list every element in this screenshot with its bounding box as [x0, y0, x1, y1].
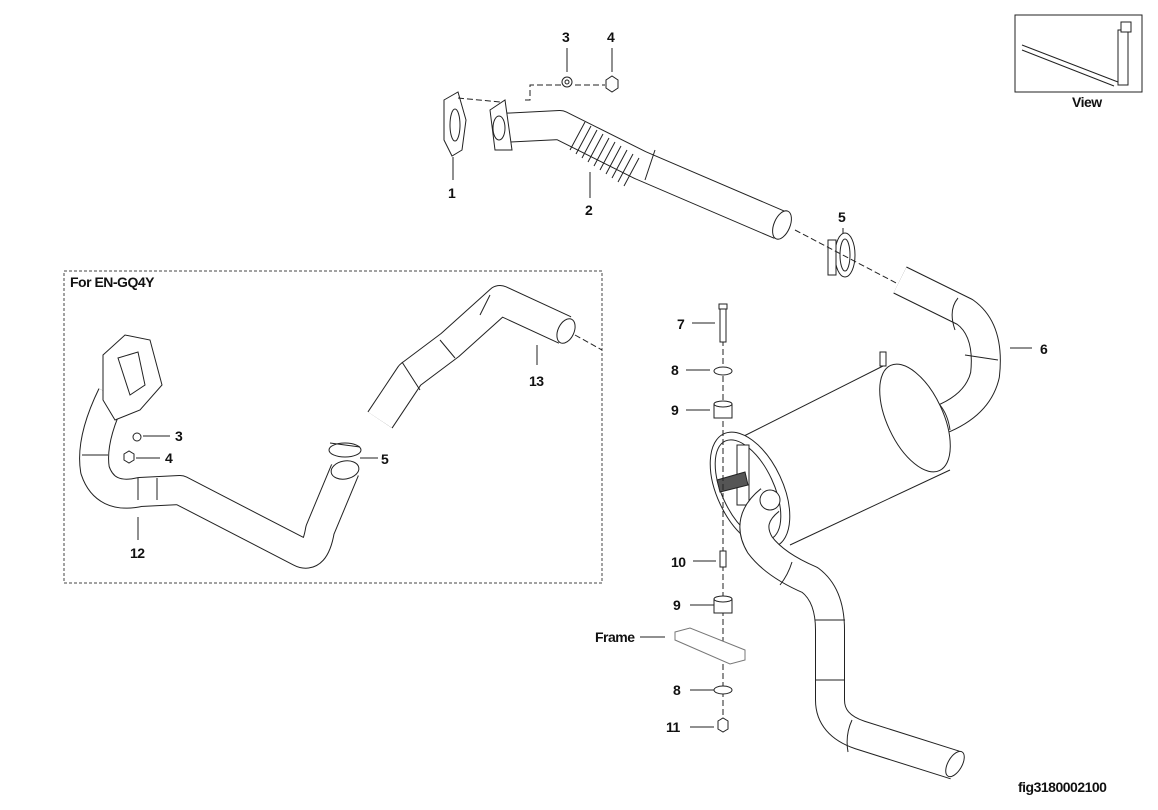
callout-5: 5	[838, 209, 846, 225]
pipe-part-12	[79, 334, 360, 569]
callout-9: 9	[671, 402, 679, 418]
inset-callout-12: 12	[130, 545, 145, 561]
clamp-part-5	[827, 232, 856, 278]
inset-nut-part-4	[123, 450, 135, 464]
callout-11: 11	[666, 719, 681, 735]
collar-part-10	[719, 550, 727, 568]
inset-callout-13: 13	[529, 373, 544, 389]
assembly-dashed-line	[457, 84, 605, 103]
inset-clamp-part-5	[328, 442, 362, 458]
figure-id: fig3180002100	[1018, 779, 1107, 795]
inset-callout-4: 4	[165, 450, 173, 466]
muffler	[709, 351, 951, 549]
inset-callout-5: 5	[381, 451, 389, 467]
gasket-part-1	[443, 91, 467, 157]
callout-7: 7	[677, 316, 685, 332]
callout-8-lower: 8	[673, 682, 681, 698]
view-label: View	[1072, 94, 1102, 110]
callout-frame: Frame	[595, 629, 635, 645]
callout-8: 8	[671, 362, 679, 378]
nut-part-11	[717, 717, 729, 733]
pipe-part-13	[367, 285, 576, 429]
washer-part-8-lower	[713, 685, 733, 695]
bolt-part-7	[718, 303, 728, 343]
callout-3: 3	[562, 29, 570, 45]
bushing-part-9	[713, 400, 733, 419]
frame-bracket	[674, 627, 746, 665]
pipe-part-6	[893, 266, 1001, 434]
nut-part-4	[605, 75, 619, 93]
callout-6: 6	[1040, 341, 1048, 357]
inset-title: For EN-GQ4Y	[70, 274, 155, 290]
bushing-part-9-lower	[713, 595, 733, 614]
front-pipe-part-2	[489, 99, 792, 240]
callout-1: 1	[448, 185, 456, 201]
tail-pipe	[739, 488, 965, 780]
view-thumbnail	[1014, 14, 1143, 93]
callout-4: 4	[607, 29, 615, 45]
inset-callout-3: 3	[175, 428, 183, 444]
inset-washer-part-3	[132, 432, 142, 442]
callout-10: 10	[671, 554, 686, 570]
washer-part-8	[713, 366, 733, 376]
callout-2: 2	[585, 202, 593, 218]
callout-9-lower: 9	[673, 597, 681, 613]
